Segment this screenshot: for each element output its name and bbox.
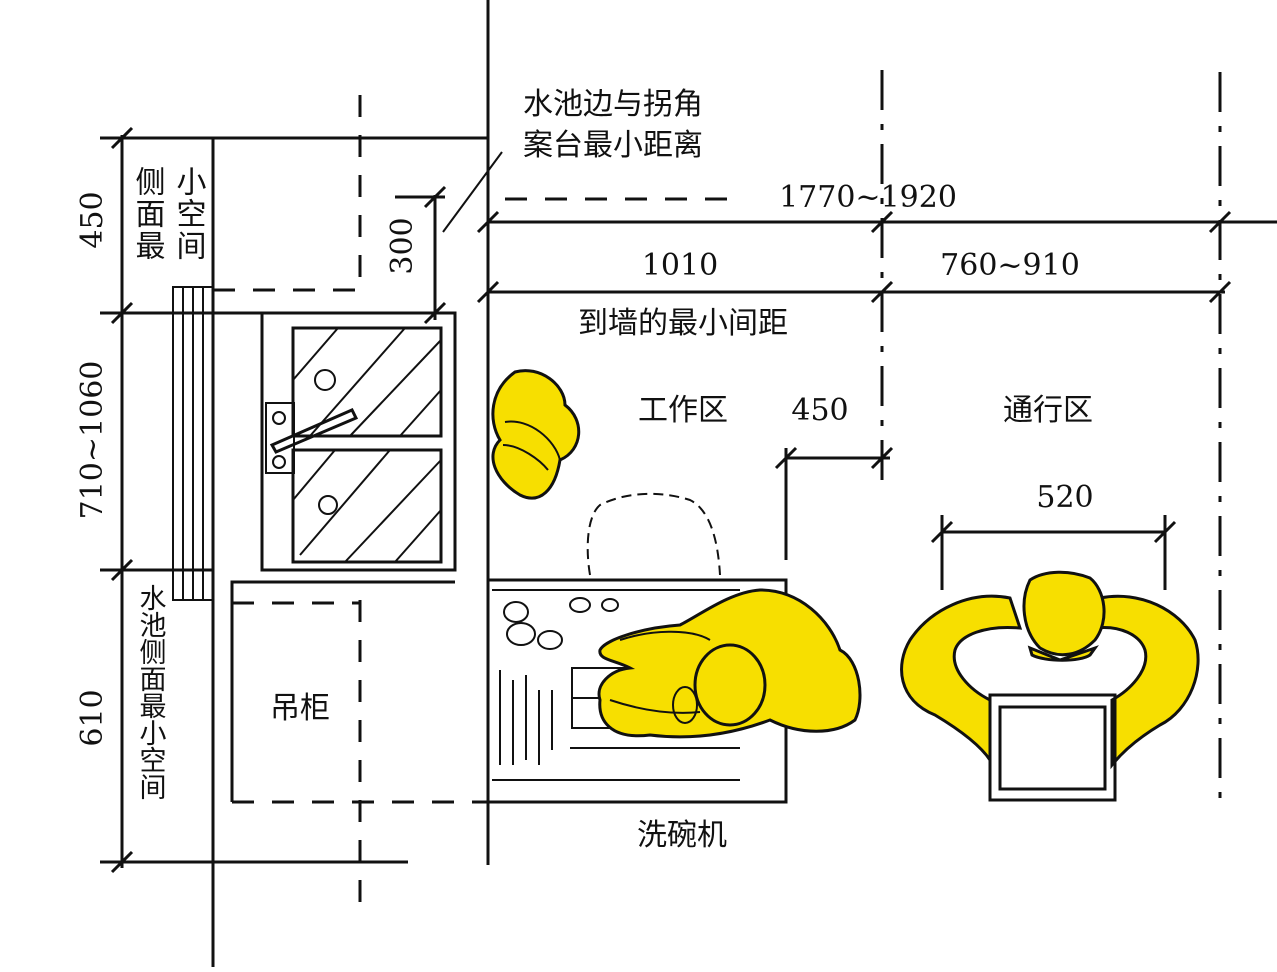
drain-upper [314, 369, 336, 391]
label-work-zone: 工作区 [638, 393, 728, 428]
sink-basin-lower [291, 448, 443, 564]
label-pass-zone: 通行区 [1003, 393, 1093, 428]
dim-person-width: 520 [1036, 480, 1093, 515]
label-sink-corner-line1: 水池边与拐角 [523, 87, 703, 122]
label-min-to-wall: 到墙的最小间距 [578, 306, 788, 341]
drain-lower [318, 495, 338, 515]
faucet-base [265, 402, 295, 474]
head [693, 643, 767, 727]
label-dishwasher: 洗碗机 [637, 818, 727, 853]
dim-corner-gap: 300 [385, 217, 420, 274]
sink-frame [260, 311, 457, 572]
dim-pass-width: 760~910 [940, 248, 1080, 283]
faucet-knob [272, 411, 286, 425]
person-outline-dashed [586, 492, 721, 576]
label-wall-cabinet: 吊柜 [270, 691, 330, 726]
dim-work-width: 1010 [642, 248, 718, 283]
dimension-lines [110, 126, 1277, 874]
dim-total-width: 1770~1920 [779, 180, 957, 215]
dim-sink-length: 710~1060 [75, 361, 110, 520]
sink-basin-upper [291, 326, 443, 438]
dim-bottom-side: 610 [75, 689, 110, 746]
label-side-space-bottom: 水池侧面最小空间 [135, 584, 167, 800]
label-sink-corner-line2: 案台最小距离 [523, 128, 703, 163]
person-passing [900, 570, 1200, 802]
tray-outer [988, 693, 1117, 802]
basin-hatching [292, 327, 442, 563]
person-at-dishwasher [597, 588, 862, 739]
person-at-sink [491, 369, 581, 500]
dashed-guides [213, 70, 1222, 910]
dim-top-side: 450 [75, 191, 110, 248]
dim-work-inner: 450 [791, 393, 848, 428]
wall-cabinet-outline [230, 580, 455, 802]
faucet-knob [272, 455, 286, 469]
text-labels: 水池边与拐角 案台最小距离 1770~1920 1010 760~910 到墙的… [75, 87, 1094, 853]
head [1022, 570, 1106, 657]
label-side-space-top-2: 小空间 [171, 166, 207, 262]
label-side-space-top-1: 侧面最 [130, 166, 166, 262]
faucet-spout [269, 408, 359, 454]
sink [260, 311, 457, 572]
tray-inner [998, 705, 1107, 791]
